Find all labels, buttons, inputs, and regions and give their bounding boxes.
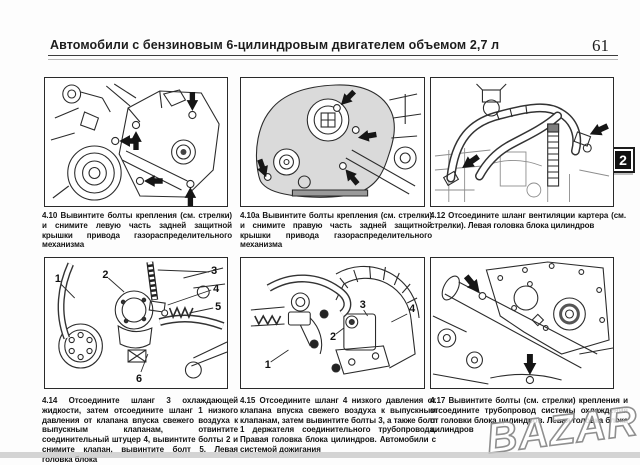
svg-text:1: 1: [55, 273, 61, 285]
engine-line-art-icon: [432, 261, 613, 385]
svg-text:3: 3: [211, 265, 217, 277]
figure-4-10a-image: [240, 77, 425, 207]
figure-4-17-image: [430, 257, 614, 389]
figure-4-15-caption: 4.15 Отсоедините шланг 4 низкого давлени…: [240, 396, 436, 454]
figure-4-15-image: 1 2 3 4: [240, 257, 425, 389]
page-edge-shadow: [0, 452, 640, 458]
svg-text:2: 2: [102, 269, 108, 281]
chapter-tab: 2: [611, 147, 635, 173]
engine-line-art-icon: 1 2 3 4: [250, 265, 420, 375]
chapter-tab-number: 2: [615, 151, 631, 169]
figure-4-12-image: [430, 77, 614, 207]
svg-text:6: 6: [136, 373, 142, 385]
engine-line-art-icon: 1 2 3 4 5 6: [55, 261, 227, 385]
engine-line-art-icon: [254, 84, 422, 198]
svg-text:5: 5: [215, 301, 221, 313]
svg-text:4: 4: [409, 303, 416, 315]
callout-numbers: 1 2 3 4 5 6: [55, 265, 221, 385]
bolt-arrow-icons: [119, 92, 199, 206]
callout-numbers: 1 2 3 4: [265, 299, 416, 371]
figure-4-10-caption: 4.10 Вывинтите болты крепления (см. стре…: [42, 211, 232, 250]
svg-text:1: 1: [265, 359, 271, 371]
engine-line-art-icon: [434, 83, 611, 202]
page-title: Автомобили с бензиновым 6-цилиндровым дв…: [50, 38, 500, 52]
page-number: 61: [592, 36, 609, 55]
figure-4-17-caption: 4.17 Вывинтите болты (см. стрелки) крепл…: [430, 396, 628, 435]
figure-4-12-caption: 4.12 Отсоедините шланг вентиляции картер…: [430, 211, 626, 230]
svg-text:2: 2: [330, 331, 336, 343]
engine-line-art-icon: [50, 83, 220, 206]
figure-4-14-image: 1 2 3 4 5 6: [44, 257, 228, 389]
figure-4-10a-caption: 4.10а Вывинтите болты крепления (см. стр…: [240, 211, 432, 250]
figure-4-10-image: [44, 77, 228, 207]
header-rule: [48, 55, 618, 60]
svg-text:4: 4: [213, 283, 220, 295]
svg-text:3: 3: [360, 299, 366, 311]
